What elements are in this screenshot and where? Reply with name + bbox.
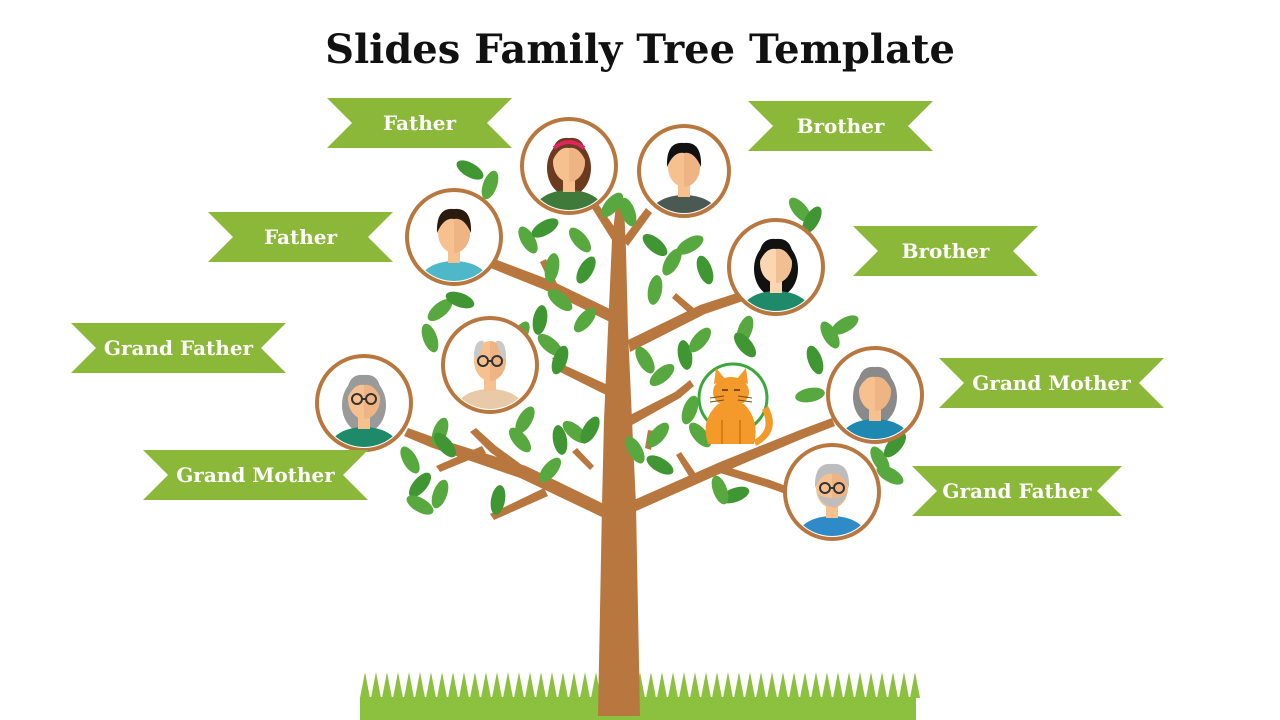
leaf-shape [400, 446, 420, 474]
label-brother-mid: Brother [853, 226, 1038, 276]
cat-icon [697, 362, 773, 446]
label-grand-mother-right: Grand Mother [939, 358, 1164, 408]
leaf-shape [406, 495, 434, 515]
portrait-girl-avatar [520, 117, 618, 215]
leaf-shape [547, 288, 573, 312]
leaf-shape [431, 479, 449, 509]
portrait-grandma-avatar [826, 346, 924, 444]
leaf-shape [515, 406, 535, 434]
leaf-shape [445, 291, 475, 309]
leaf-shape [806, 345, 824, 375]
leaf-shape [408, 472, 432, 498]
leaf-shape [649, 363, 675, 387]
portrait-grandma-avatar [315, 354, 413, 452]
leaf-shape [573, 307, 597, 333]
label-father-mid: Father [208, 212, 393, 262]
tree-leaves [400, 160, 907, 515]
leaf-shape [518, 226, 538, 254]
leaf-shape [551, 345, 569, 375]
leaf-shape [688, 422, 712, 448]
leaf-shape [831, 315, 859, 335]
leaf-shape [552, 425, 568, 455]
label-grand-father-left: Grand Father [71, 323, 286, 373]
leaf-shape [696, 255, 714, 285]
leaf-shape [625, 436, 645, 464]
leaf-shape [802, 206, 822, 234]
leaf-shape [544, 253, 560, 283]
leaf-shape [795, 387, 825, 403]
leaf-shape [619, 197, 637, 227]
leaf-shape [677, 340, 693, 370]
portrait-grandpa-avatar [783, 443, 881, 541]
portrait-woman-avatar [727, 218, 825, 316]
leaf-shape [490, 485, 506, 515]
leaf-shape [481, 170, 499, 200]
portrait-grandpa-avatar [441, 316, 539, 414]
label-grand-father-right: Grand Father [912, 466, 1122, 516]
leaf-shape [421, 323, 439, 353]
leaf-shape [788, 197, 812, 223]
leaf-shape [646, 455, 674, 475]
leaf-shape [883, 432, 907, 458]
leaf-shape [456, 160, 484, 180]
leaf-shape [676, 235, 704, 255]
label-brother-top: Brother [748, 101, 933, 151]
leaf-shape [688, 327, 712, 353]
label-grand-mother-left: Grand Mother [143, 450, 368, 500]
leaf-shape [642, 233, 668, 257]
leaf-shape [580, 416, 600, 444]
leaf-shape [576, 256, 596, 284]
leaf-shape [635, 346, 655, 374]
leaf-shape [600, 192, 624, 218]
leaf-shape [711, 475, 729, 505]
leaf-shape [733, 332, 757, 358]
leaf-shape [537, 333, 563, 357]
leaf-shape [662, 248, 682, 276]
leaf-shape [876, 465, 904, 485]
leaf-shape [532, 305, 548, 335]
leaf-shape [433, 432, 457, 458]
page-title: Slides Family Tree Template [325, 26, 955, 73]
leaf-shape [568, 227, 592, 253]
label-father-top: Father [327, 98, 512, 148]
leaf-shape [681, 395, 699, 425]
leaf-shape [508, 427, 532, 453]
leaf-shape [646, 422, 670, 448]
leaf-shape [820, 321, 840, 349]
leaf-shape [538, 457, 562, 483]
leaf-shape [531, 218, 559, 238]
leaf-shape [647, 275, 663, 305]
leaf-shape [427, 298, 453, 322]
grass [360, 672, 920, 720]
portrait-man-avatar [405, 188, 503, 286]
portrait-boy-avatar [637, 124, 731, 218]
